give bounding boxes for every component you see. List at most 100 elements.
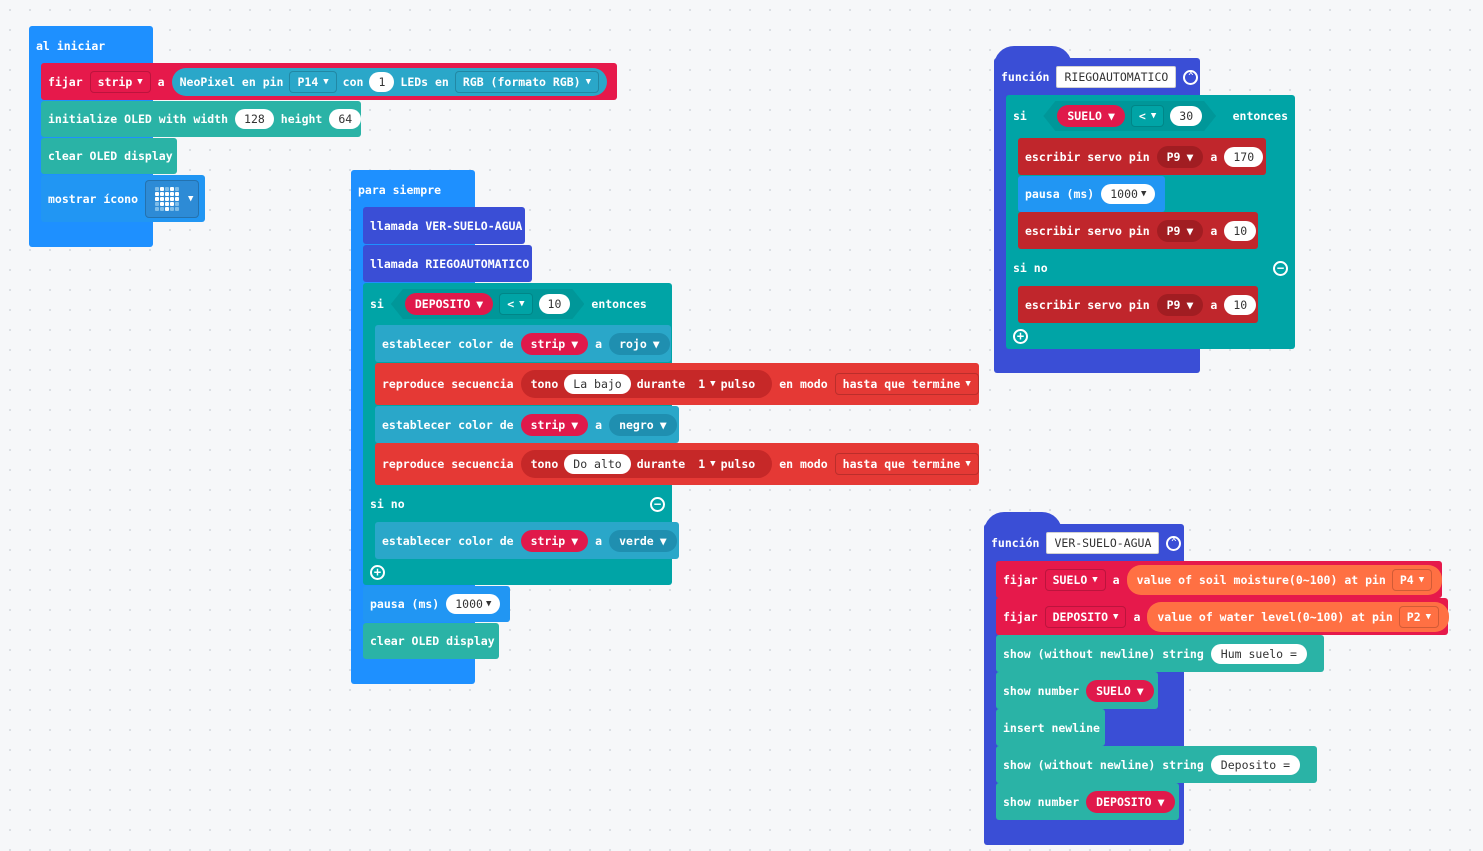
strip-var-dropdown[interactable]: strip▼ [89,70,151,93]
strip-var[interactable]: strip▼ [520,529,589,552]
add-else-if-icon[interactable]: + [1013,328,1028,344]
neopixel-create-block[interactable]: NeoPixel en pin P14▼ con 1 LEDs en RGB (… [171,67,607,96]
strip-var[interactable]: strip▼ [520,332,589,355]
al-iniciar-title: al iniciar [36,39,106,53]
funcion-label: función [1001,70,1050,84]
entonces-label: entonces [1232,109,1288,123]
suelo-var-dropdown[interactable]: SUELO▼ [1044,568,1106,591]
suelo-var[interactable]: SUELO▼ [1086,679,1154,702]
tone-reporter[interactable]: tono Do alto durante 1▼pulso [520,450,773,478]
function-name-input[interactable]: VER-SUELO-AGUA [1046,532,1160,554]
show-number-deposito[interactable]: show number DEPOSITO▼ [996,783,1179,820]
call-ver-suelo-agua[interactable]: llamada VER-SUELO-AGUA [363,207,525,244]
chevron-down-icon: ▼ [659,417,667,432]
leds-count-input[interactable]: 1 [369,71,395,92]
servo-pin-dropdown[interactable]: P9▼ [1156,293,1204,316]
pausa-value-dropdown[interactable]: 1000▼ [1101,184,1156,204]
deposito-var[interactable]: DEPOSITO▼ [405,293,493,315]
clear-oled-block-2[interactable]: clear OLED display [363,623,499,659]
add-else-if-icon[interactable]: + [370,564,385,580]
suelo-var[interactable]: SUELO▼ [1057,105,1125,127]
pin-dropdown[interactable]: P14▼ [289,70,337,93]
chevron-down-icon: ▼ [1092,574,1098,585]
chevron-down-icon: ▼ [1157,794,1165,809]
pausa-block-1[interactable]: pausa (ms) 1000▼ [363,586,510,622]
color-dropdown-verde[interactable]: verde▼ [609,529,677,552]
pausa-value-dropdown[interactable]: 1000▼ [446,594,501,614]
string-input[interactable]: Deposito = [1210,754,1301,775]
string-input[interactable]: Hum suelo = [1210,643,1307,664]
show-number-suelo[interactable]: show number SUELO▼ [996,672,1158,709]
rgb-mode-dropdown[interactable]: RGB (formato RGB)▼ [454,70,599,93]
show-string-hum-suelo[interactable]: show (without newline) string Hum suelo … [996,635,1324,672]
compare-condition[interactable]: DEPOSITO▼ <▼ 10 [391,289,585,319]
servo-write-170[interactable]: escribir servo pin P9▼ a 170 [1018,138,1266,175]
chevron-down-icon: ▼ [1107,109,1115,123]
mostrar-icono-block[interactable]: mostrar ícono ▼ [41,175,205,222]
beats-dropdown[interactable]: 1▼pulso [691,374,763,394]
servo-angle-input[interactable]: 10 [1224,294,1257,315]
deposito-var[interactable]: DEPOSITO▼ [1086,790,1175,813]
tone-reporter[interactable]: tono La bajo durante 1▼pulso [520,370,773,398]
chevron-down-icon: ▼ [965,379,971,389]
color-dropdown-rojo[interactable]: rojo▼ [609,332,670,355]
remove-else-icon[interactable]: − [650,496,665,512]
chevron-down-icon: ▼ [571,417,579,432]
play-mode-dropdown[interactable]: hasta que termine▼ [834,453,979,475]
insert-newline-block[interactable]: insert newline [996,709,1105,746]
play-mode-dropdown[interactable]: hasta que termine▼ [834,373,979,395]
clear-oled-block-1[interactable]: clear OLED display [41,138,177,174]
collapse-chevron-up-icon[interactable]: ⌃ [1183,69,1199,85]
chevron-down-icon: ▼ [652,336,660,351]
compare-condition[interactable]: SUELO▼ <▼ 30 [1043,101,1216,131]
operator-dropdown[interactable]: <▼ [499,293,532,315]
beats-dropdown[interactable]: 1▼pulso [691,454,763,474]
oled-height-input[interactable]: 64 [329,109,362,129]
note-input[interactable]: La bajo [564,374,631,394]
servo-angle-input[interactable]: 170 [1224,146,1264,167]
note-input[interactable]: Do alto [564,454,631,474]
servo-write-10-a[interactable]: escribir servo pin P9▼ a 10 [1018,212,1258,249]
deposito-var-dropdown[interactable]: DEPOSITO▼ [1044,605,1127,628]
set-color-negro-block[interactable]: establecer color de strip▼ a negro▼ [375,406,679,443]
fijar-deposito-block[interactable]: fijar DEPOSITO▼ a value of water level(0… [996,598,1450,635]
play-sequence-la-bajo[interactable]: reproduce secuencia tono La bajo durante… [375,363,979,405]
set-color-verde-block[interactable]: establecer color de strip▼ a verde▼ [375,522,679,559]
collapse-chevron-up-icon[interactable]: ⌃ [1166,535,1182,551]
fijar-suelo-block[interactable]: fijar SUELO▼ a value of soil moisture(0~… [996,561,1443,598]
function-name-input[interactable]: RIEGOAUTOMATICO [1056,66,1177,88]
si-label: si [370,297,384,311]
servo-angle-input[interactable]: 10 [1224,220,1257,241]
pausa-block-riego[interactable]: pausa (ms) 1000▼ [1018,176,1165,212]
chevron-down-icon: ▼ [965,459,971,469]
icon-picker-dropdown[interactable]: ▼ [145,179,200,218]
remove-else-icon[interactable]: − [1273,260,1288,276]
chevron-down-icon: ▼ [710,379,716,389]
sensor-pin-dropdown[interactable]: P2▼ [1398,605,1440,628]
fijar-strip-block[interactable]: fijar strip▼ a NeoPixel en pin P14▼ con … [41,63,617,100]
servo-pin-dropdown[interactable]: P9▼ [1156,145,1204,168]
compare-value-input[interactable]: 10 [539,294,571,314]
color-dropdown-negro[interactable]: negro▼ [609,413,677,436]
show-string-deposito[interactable]: show (without newline) string Deposito = [996,746,1317,783]
soil-moisture-reporter[interactable]: value of soil moisture(0~100) at pin P4▼ [1126,564,1443,595]
water-level-reporter[interactable]: value of water level(0~100) at pin P2▼ [1147,601,1450,632]
funcion-label: función [991,536,1040,550]
fijar-label: fijar [48,74,83,89]
sensor-pin-dropdown[interactable]: P4▼ [1391,568,1433,591]
chevron-down-icon: ▼ [710,459,716,469]
operator-dropdown[interactable]: <▼ [1131,105,1164,127]
strip-var[interactable]: strip▼ [520,413,589,436]
set-color-rojo-block[interactable]: establecer color de strip▼ a rojo▼ [375,325,671,362]
oled-init-block[interactable]: initialize OLED with width 128 height 64 [41,101,362,137]
chevron-down-icon: ▼ [323,76,329,87]
compare-value-input[interactable]: 30 [1170,106,1202,126]
servo-pin-dropdown[interactable]: P9▼ [1156,219,1204,242]
call-riegoautomatico[interactable]: llamada RIEGOAUTOMATICO [363,245,532,282]
servo-write-10-b[interactable]: escribir servo pin P9▼ a 10 [1018,286,1258,323]
chevron-down-icon: ▼ [571,336,579,351]
oled-width-input[interactable]: 128 [235,109,274,129]
play-sequence-do-alto[interactable]: reproduce secuencia tono Do alto durante… [375,443,979,485]
chevron-down-icon: ▼ [519,299,525,309]
chevron-down-icon: ▼ [485,599,492,609]
